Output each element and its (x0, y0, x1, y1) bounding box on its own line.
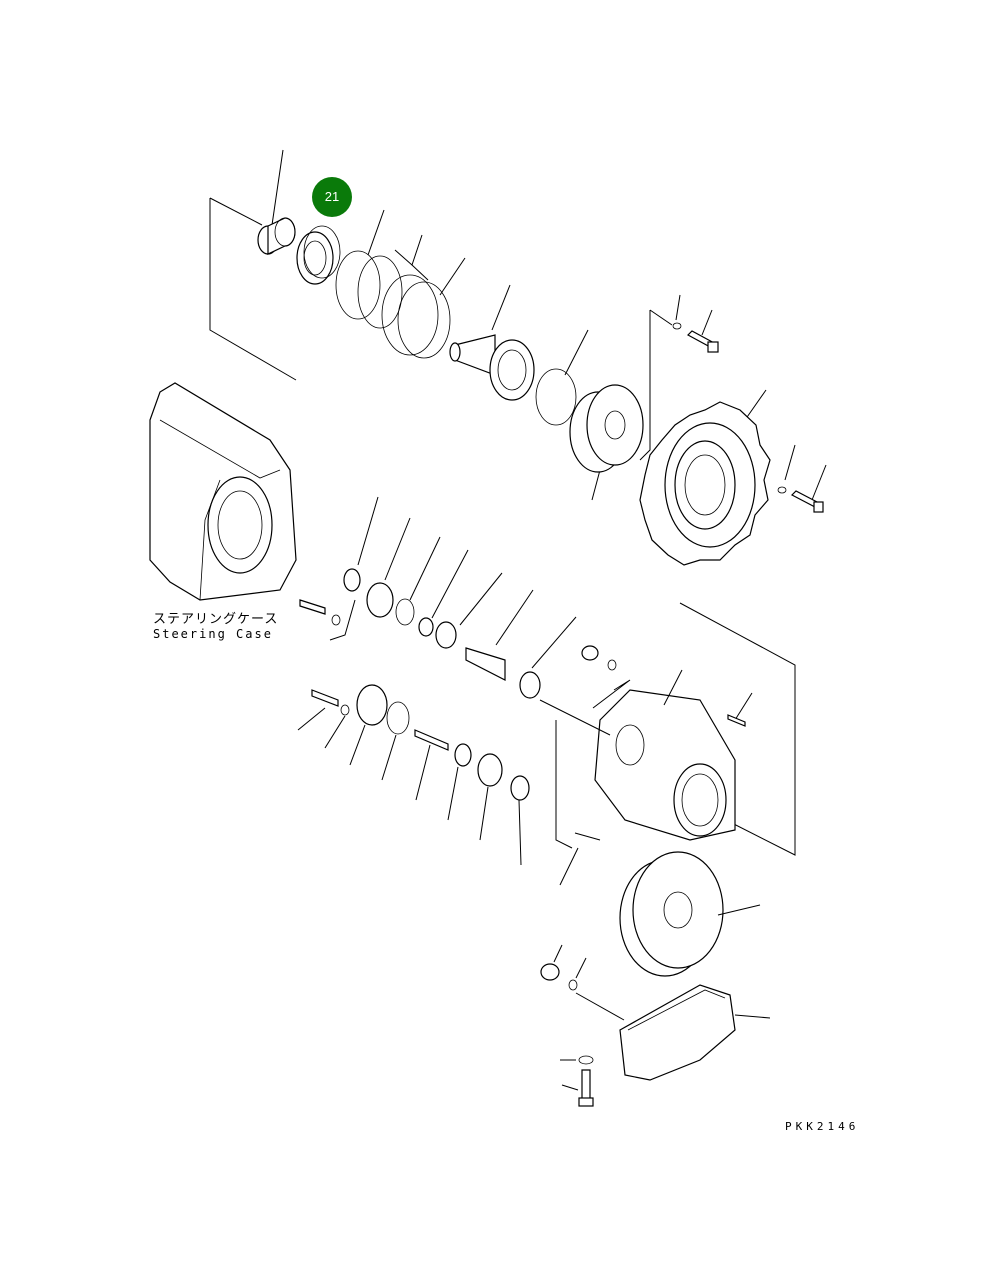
bolt-washer-top (672, 322, 719, 353)
bearing-part-21 (296, 225, 341, 285)
bushing-part (257, 217, 296, 255)
middle-row-parts (299, 568, 541, 699)
steering-case-part (149, 382, 297, 601)
steering-case-label-en: Steering Case (153, 627, 273, 641)
middle-row-lines (329, 496, 577, 669)
steering-case-label-jp: ステアリングケース (153, 612, 279, 627)
final-drive-case-part (539, 602, 796, 886)
oil-pan-part (540, 944, 771, 1107)
upper-group-outline (209, 149, 827, 501)
bolt-washer-right (777, 486, 824, 513)
o-ring-part (535, 368, 577, 426)
case-bolts (581, 645, 753, 727)
callout-number[interactable]: 21 (324, 189, 340, 204)
sprocket-part (639, 401, 771, 566)
lower-row-parts (297, 684, 530, 866)
callout-21-circle[interactable] (312, 177, 352, 217)
final-gear-part (619, 851, 761, 977)
seal-rings (335, 250, 451, 359)
hub-shaft-part (449, 334, 535, 401)
hub-plate-part (569, 384, 644, 473)
drawing-code: PKK2146 (785, 1120, 860, 1133)
